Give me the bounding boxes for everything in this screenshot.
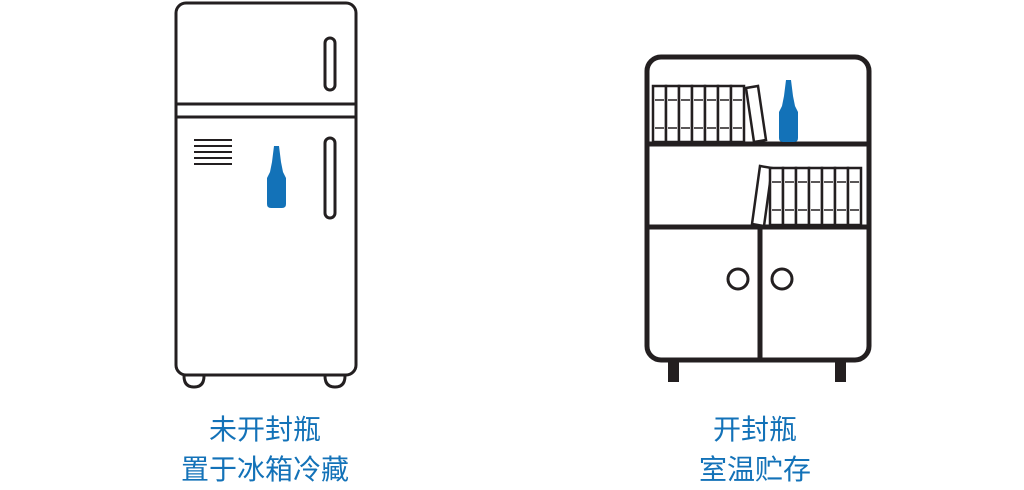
fridge-foot-right [325, 376, 345, 387]
storage-illustration [0, 0, 1024, 410]
unopened-caption-line2: 置于冰箱冷藏 [170, 450, 360, 490]
opened-caption: 开封瓶 室温贮存 [660, 410, 850, 490]
vent-icon [194, 140, 232, 164]
fridge-handle [325, 138, 335, 218]
opened-caption-line2: 室温贮存 [660, 450, 850, 490]
fridge-body [176, 3, 356, 375]
opened-caption-line1: 开封瓶 [660, 410, 850, 450]
bottle-on-shelf-icon [779, 80, 798, 142]
unopened-caption-line1: 未开封瓶 [170, 410, 360, 450]
door-knob-right [772, 269, 792, 289]
bottle-icon [267, 146, 286, 208]
books-icon [653, 86, 766, 142]
freezer-handle [325, 38, 335, 90]
cabinet-legs [668, 360, 846, 382]
books-lower-icon [752, 166, 861, 226]
unopened-caption: 未开封瓶 置于冰箱冷藏 [170, 410, 360, 490]
fridge-foot-left [184, 376, 204, 387]
refrigerator-icon [176, 3, 356, 387]
door-knob-left [728, 269, 748, 289]
